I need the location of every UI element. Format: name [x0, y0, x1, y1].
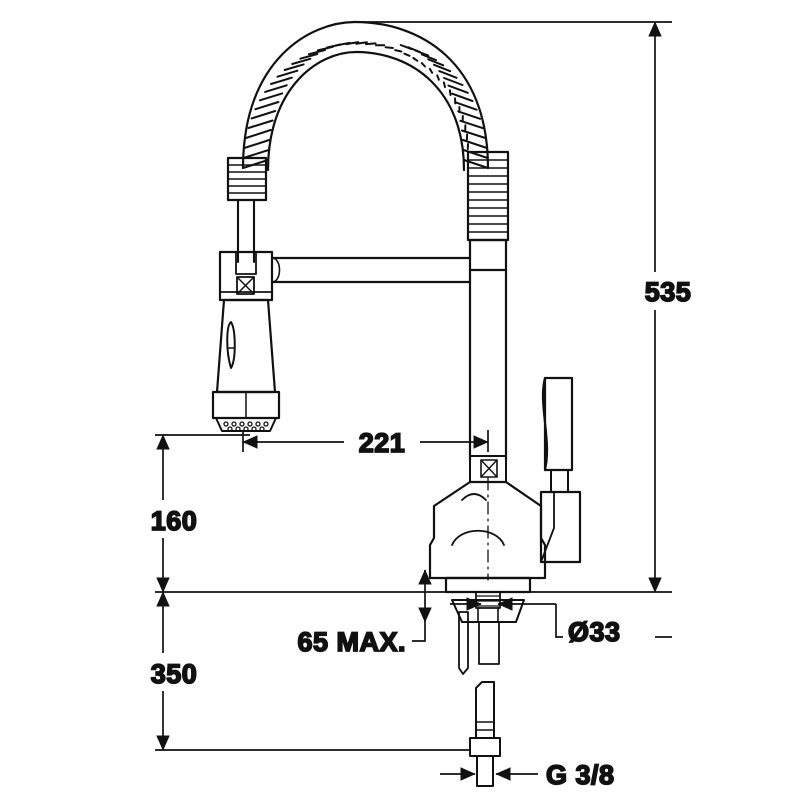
- dim-label-221: 221: [359, 428, 406, 458]
- aerator-holes: [223, 421, 269, 432]
- dim-label-65max: 65 MAX.: [297, 627, 406, 657]
- mounting-hardware: [451, 591, 525, 787]
- leader-65max: [412, 622, 426, 642]
- faucet-outline-group: [211, 20, 582, 787]
- dim-label-160: 160: [151, 506, 198, 536]
- handle-lever: [539, 376, 582, 564]
- support-arm: [270, 256, 472, 284]
- spray-head-assembly: [211, 156, 281, 432]
- dim-label-535: 535: [645, 277, 692, 307]
- riser-knurl: [468, 159, 508, 233]
- dimensions-layer: 535 221 160 350 65 MAX. Ø33 G 3/8: [134, 21, 710, 791]
- riser-column: [466, 150, 510, 483]
- faucet-body: [428, 477, 547, 594]
- dim-label-g38: G 3/8: [546, 760, 615, 790]
- dim-label-d33: Ø33: [568, 617, 621, 647]
- spring-coil: [241, 20, 490, 172]
- dim-label-350: 350: [151, 659, 198, 689]
- collar-knurl: [228, 164, 266, 194]
